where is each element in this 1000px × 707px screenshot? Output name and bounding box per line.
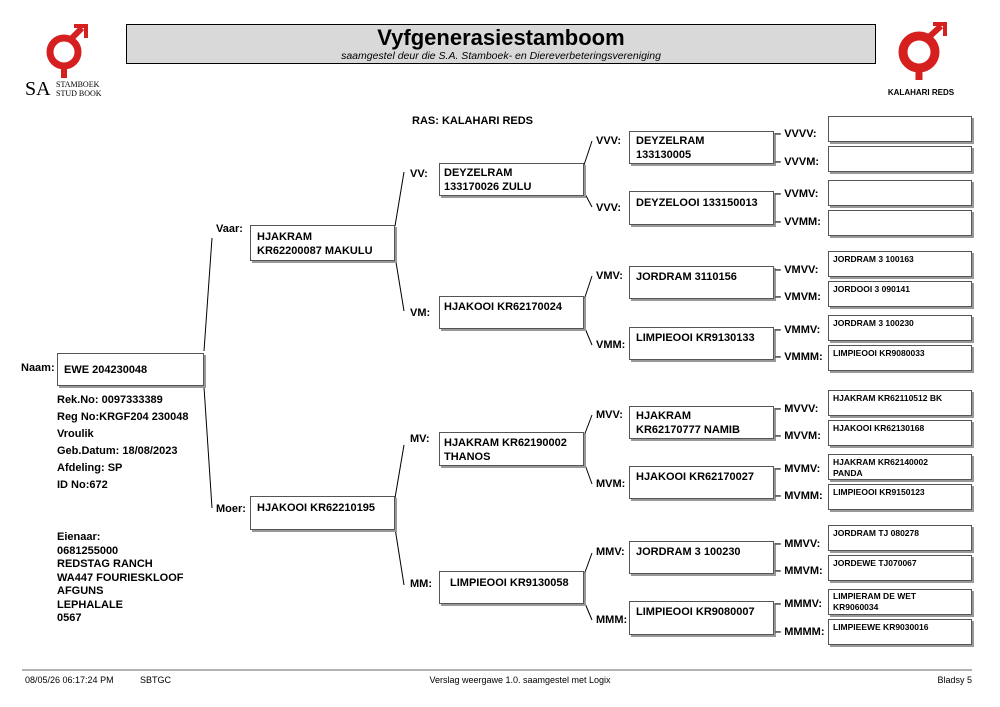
- mvm-name: HJAKOOI KR62170027: [636, 471, 755, 483]
- vv-label: VV:: [410, 168, 428, 180]
- footer-timestamp: 08/05/26 06:17:24 PM: [25, 675, 114, 685]
- mvvv-box[interactable]: HJAKRAM KR62110512 BK: [828, 390, 972, 416]
- mmmm-box[interactable]: LIMPIEEWE KR9030016: [828, 619, 972, 645]
- mm-name: LIMPIEOOI KR9130058: [450, 577, 569, 589]
- mvmm-box[interactable]: LIMPIEOOI KR9150123: [828, 484, 972, 510]
- mv-box[interactable]: HJAKRAM KR62190002 THANOS: [439, 432, 584, 466]
- sire-label: Vaar:: [216, 223, 243, 235]
- sa-stamboek-logo: SA STAMBOEK STUD BOOK: [22, 24, 112, 102]
- vm-box[interactable]: HJAKOOI KR62170024: [439, 296, 584, 329]
- mvmm-label: – MVMM:: [775, 490, 823, 502]
- dam-box[interactable]: HJAKOOI KR62210195: [250, 496, 395, 530]
- mvm-label: MVM:: [596, 478, 626, 490]
- vvvm-label: – VVVM:: [775, 156, 820, 168]
- kalahari-reds-logo: KALAHARI REDS: [880, 22, 962, 102]
- vmmv-label: – VMMV:: [775, 324, 821, 336]
- vvvv-label: – VVVV:: [775, 128, 817, 140]
- breed-logo-icon: [898, 22, 947, 80]
- sire-name: HJAKRAM KR62200087 MAKULU: [257, 231, 373, 257]
- vmvv-label: – VMVV:: [775, 264, 819, 276]
- vv-name: DEYZELRAM 133170026 ZULU: [444, 167, 532, 193]
- mmvm-label: – MMVM:: [775, 565, 823, 577]
- footer-code: SBTGC: [140, 675, 172, 685]
- vvm-label: VVV:: [596, 202, 622, 214]
- vmv-box[interactable]: JORDRAM 3110156: [629, 266, 774, 299]
- vvmm-box[interactable]: [828, 210, 972, 236]
- mm-box[interactable]: LIMPIEOOI KR9130058: [439, 571, 584, 604]
- footer-page-number: Bladsy 5: [937, 675, 972, 685]
- mvvv-label: – MVVV:: [775, 403, 819, 415]
- mvv-box[interactable]: HJAKRAM KR62170777 NAMIB: [629, 406, 774, 439]
- mv-label: MV:: [410, 433, 430, 445]
- logo-line1: STAMBOEK: [56, 80, 100, 89]
- vvm-box[interactable]: DEYZELOOI 133150013: [629, 191, 774, 225]
- gender-symbol-icon: [46, 24, 88, 78]
- vvv-name: DEYZELRAM 133130005: [636, 135, 705, 161]
- logo-caption: KALAHARI REDS: [887, 88, 955, 97]
- mvvm-label: – MVVM:: [775, 430, 821, 442]
- subject-label: Naam:: [21, 362, 55, 374]
- subject-details: Rek.No: 0097333389 Reg No:KRGF204 230048…: [57, 394, 189, 491]
- mmm-name: LIMPIEOOI KR9080007: [636, 606, 755, 618]
- vmm-box[interactable]: LIMPIEOOI KR9130133: [629, 327, 774, 360]
- mvmv-label: – MVMV:: [775, 463, 821, 475]
- footer-version: Verslag weergawe 1.0. saamgestel met Log…: [429, 675, 611, 685]
- mm-label: MM:: [410, 578, 432, 590]
- mmv-label: MMV:: [596, 546, 625, 558]
- vv-box[interactable]: DEYZELRAM 133170026 ZULU: [439, 163, 584, 196]
- vvmv-box[interactable]: [828, 180, 972, 206]
- vmmm-label: – VMMM:: [775, 351, 823, 363]
- vvm-name: DEYZELOOI 133150013: [636, 197, 758, 209]
- mmm-label: MMM:: [596, 614, 628, 626]
- vmm-label: VMM:: [596, 339, 626, 351]
- page-title: Vyfgenerasiestamboom: [377, 25, 625, 50]
- vvmm-label: – VVMM:: [775, 216, 821, 228]
- subject-name: EWE 204230048: [64, 364, 148, 376]
- mvv-label: MVV:: [596, 409, 623, 421]
- logo-line2: STUD BOOK: [56, 89, 102, 98]
- mvm-box[interactable]: HJAKOOI KR62170027: [629, 466, 774, 499]
- vmv-label: VMV:: [596, 270, 623, 282]
- mmv-box[interactable]: JORDRAM 3 100230: [629, 541, 774, 574]
- vvv-box[interactable]: DEYZELRAM 133130005: [629, 131, 774, 164]
- dam-label: Moer:: [216, 503, 246, 515]
- mmmm-label: – MMMM:: [775, 626, 825, 638]
- mmv-name: JORDRAM 3 100230: [636, 546, 741, 558]
- title-bar: Vyfgenerasiestamboom saamgestel deur die…: [126, 24, 876, 64]
- vvv-label: VVV:: [596, 135, 622, 147]
- page-subtitle: saamgestel deur die S.A. Stamboek- en Di…: [341, 50, 661, 62]
- vmmm-box[interactable]: LIMPIEOOI KR9080033: [828, 345, 972, 371]
- vmm-name: LIMPIEOOI KR9130133: [636, 332, 755, 344]
- mmvv-box[interactable]: JORDRAM TJ 080278: [828, 525, 972, 551]
- vm-label: VM:: [410, 307, 431, 319]
- breed-label: RAS: KALAHARI REDS: [412, 115, 533, 127]
- mvv-name: HJAKRAM KR62170777 NAMIB: [636, 410, 740, 436]
- mvvm-box[interactable]: HJAKOOI KR62130168: [828, 420, 972, 446]
- vvvv-box[interactable]: [828, 116, 972, 142]
- sire-box[interactable]: HJAKRAM KR62200087 MAKULU: [250, 225, 395, 261]
- mmm-box[interactable]: LIMPIEOOI KR9080007: [629, 601, 774, 635]
- vm-name: HJAKOOI KR62170024: [444, 301, 563, 313]
- mmmv-label: – MMMV:: [775, 598, 823, 610]
- vmmv-box[interactable]: JORDRAM 3 100230: [828, 315, 972, 341]
- mmmv-box[interactable]: LIMPIERAM DE WET KR9060034: [828, 589, 972, 615]
- mvmv-box[interactable]: HJAKRAM KR62140002 PANDA: [828, 454, 972, 480]
- mv-name: HJAKRAM KR62190002 THANOS: [444, 437, 567, 463]
- vmvm-box[interactable]: JORDOOI 3 090141: [828, 281, 972, 307]
- owner-details: Eienaar: 0681255000 REDSTAG RANCH WA447 …: [57, 531, 184, 624]
- vvmv-label: – VVMV:: [775, 188, 819, 200]
- vvvm-box[interactable]: [828, 146, 972, 172]
- vmvv-box[interactable]: JORDRAM 3 100163: [828, 251, 972, 277]
- dam-name: HJAKOOI KR62210195: [257, 502, 376, 514]
- mmvv-label: – MMVV:: [775, 538, 821, 550]
- vmv-name: JORDRAM 3110156: [636, 271, 737, 283]
- vmvm-label: – VMVM:: [775, 291, 821, 303]
- subject-box[interactable]: EWE 204230048: [57, 353, 204, 386]
- logo-letters: SA: [25, 78, 51, 100]
- mmvm-box[interactable]: JORDEWE TJ070067: [828, 555, 972, 581]
